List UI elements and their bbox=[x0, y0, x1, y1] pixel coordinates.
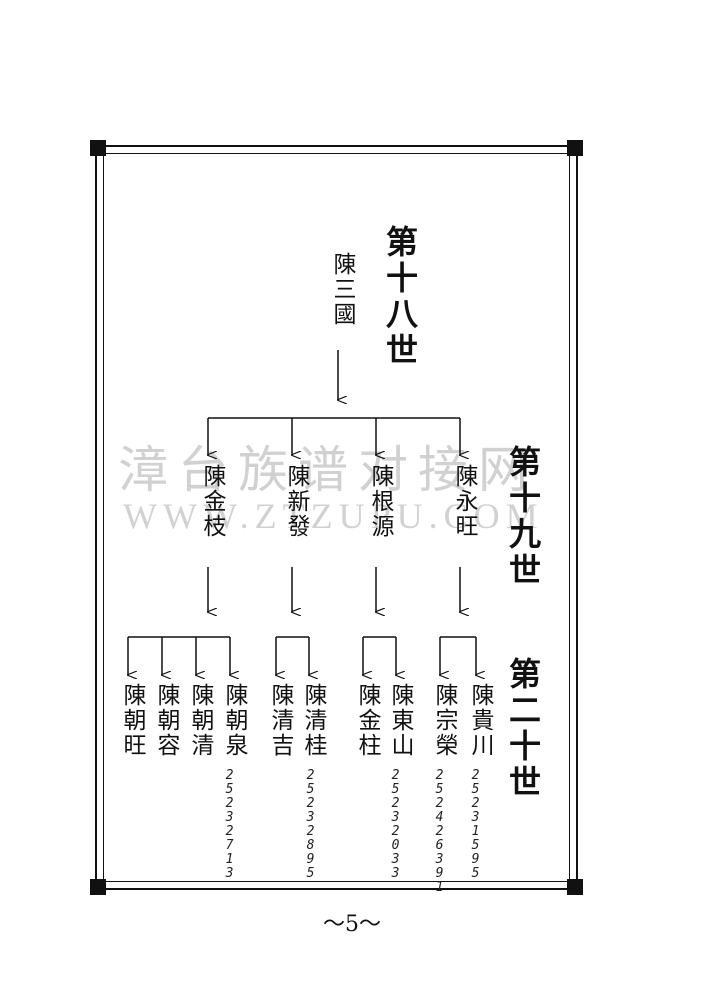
page-frame-outer bbox=[95, 145, 578, 890]
gen20-name: 陳朝容 bbox=[153, 683, 179, 758]
frame-corner-top-right bbox=[567, 140, 583, 156]
page-number: ～5～ bbox=[323, 912, 381, 937]
gen20-name: 陳朝清 bbox=[187, 683, 213, 758]
gen20-name: 陳東山 bbox=[387, 683, 413, 758]
handwritten-id: 252426391 bbox=[432, 768, 447, 894]
handwritten-id: 25232033 bbox=[388, 768, 403, 880]
gen20-name: 陳朝泉 bbox=[221, 683, 247, 758]
ancestor-name: 陳三國 bbox=[329, 252, 355, 327]
frame-corner-top-left bbox=[90, 140, 106, 156]
handwritten-id: 25231595 bbox=[468, 768, 483, 880]
frame-corner-bottom-left bbox=[90, 879, 106, 895]
gen20-name: 陳宗榮 bbox=[431, 683, 457, 758]
gen20-name: 陳朝旺 bbox=[119, 683, 145, 758]
page-frame-inner bbox=[103, 153, 570, 882]
handwritten-id: 25232895 bbox=[303, 768, 318, 880]
generation-heading-18: 第十八世 bbox=[381, 225, 419, 369]
gen20-name: 陳金柱 bbox=[354, 683, 380, 758]
handwritten-id: 25232713 bbox=[222, 768, 237, 880]
gen20-name: 陳清吉 bbox=[267, 683, 293, 758]
generation-heading-19: 第十九世 bbox=[504, 445, 542, 589]
gen20-name: 陳清桂 bbox=[300, 683, 326, 758]
watermark-url: WWW.ZTZUPU.COM bbox=[123, 496, 544, 536]
frame-corner-bottom-right bbox=[567, 879, 583, 895]
generation-heading-20: 第二十世 bbox=[504, 657, 542, 801]
gen19-name: 陳金枝 bbox=[199, 464, 225, 539]
gen19-name: 陳新發 bbox=[283, 464, 309, 539]
gen20-name: 陳貴川 bbox=[467, 683, 493, 758]
gen19-name: 陳永旺 bbox=[451, 464, 477, 539]
gen19-name: 陳根源 bbox=[367, 464, 393, 539]
